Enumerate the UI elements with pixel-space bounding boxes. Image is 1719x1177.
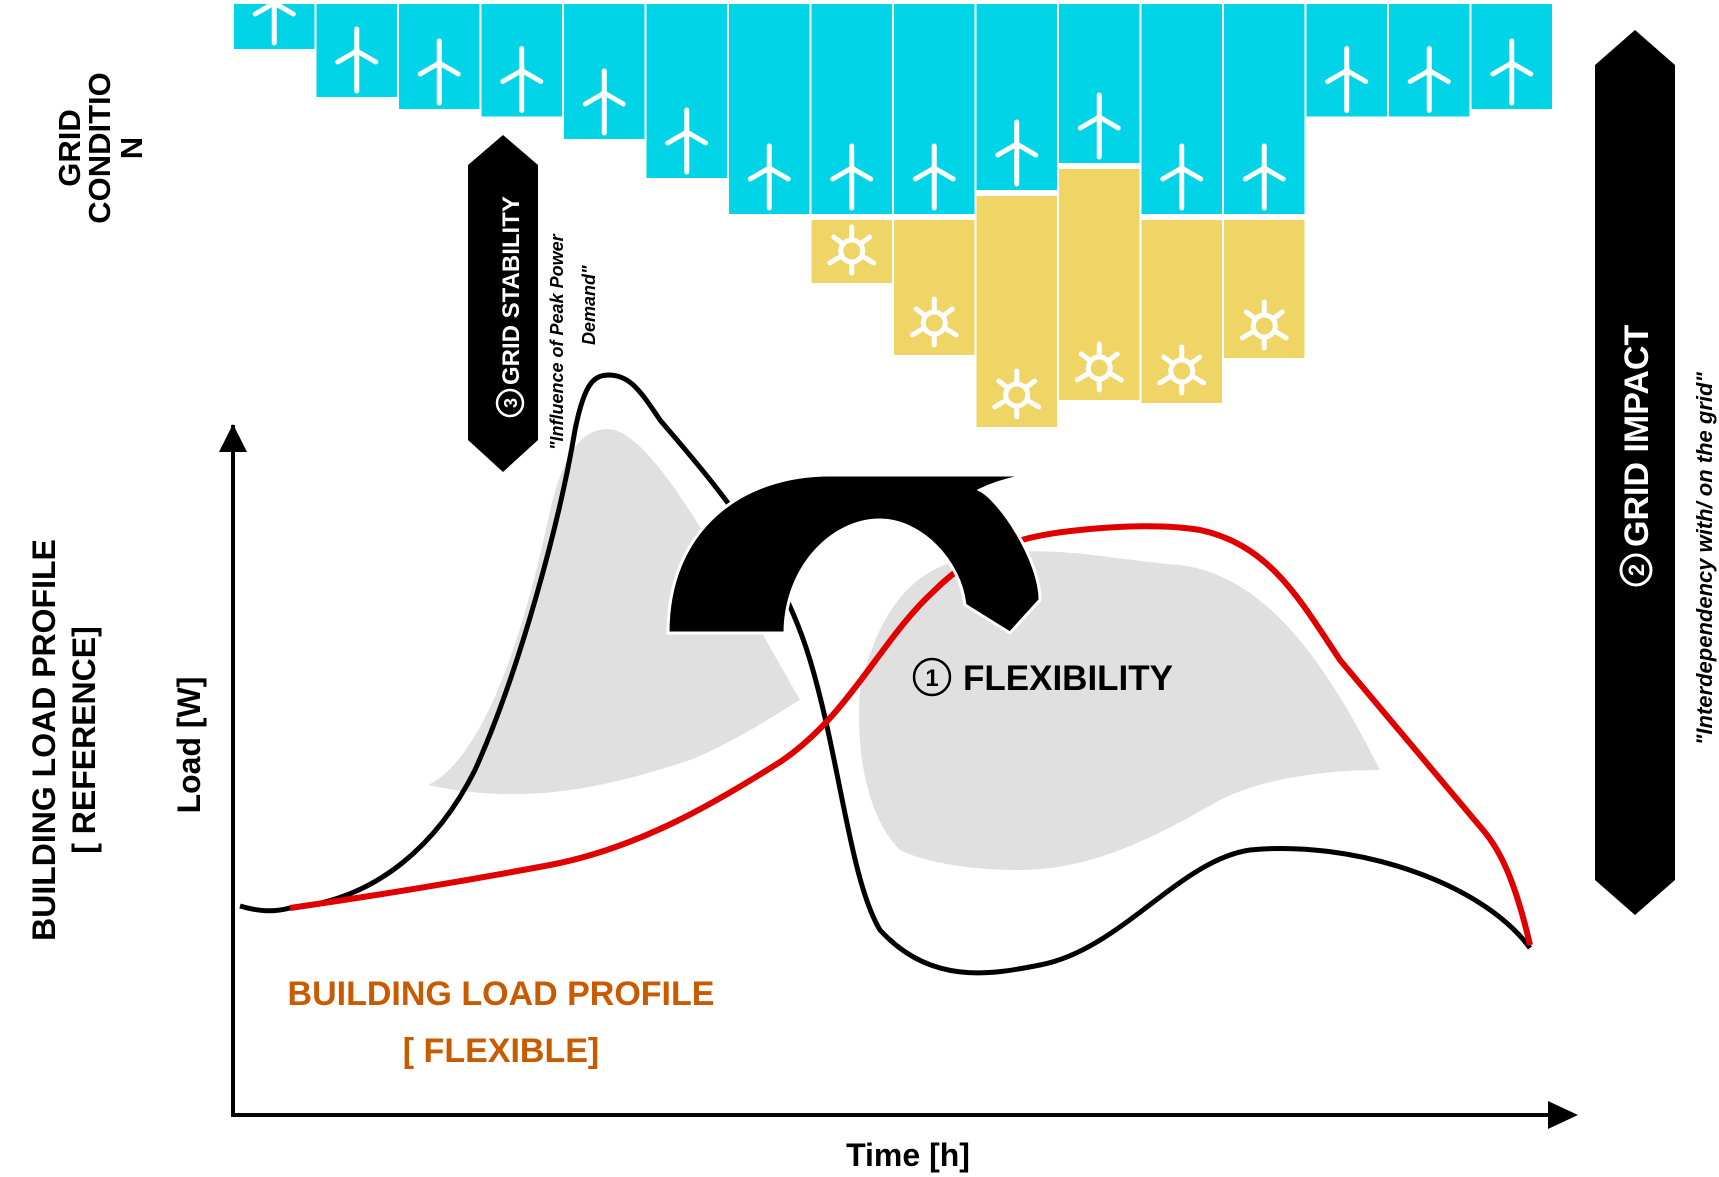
grid-impact-label: 2 GRID IMPACT: [1618, 325, 1656, 587]
flexible-load-curve: [289, 523, 1533, 946]
x-axis-title: Time [h]: [846, 1137, 970, 1173]
grid-impact-note-text: "Interdependency with/ on the grid": [1692, 372, 1717, 745]
flexibility-shift-arrow: [666, 472, 1061, 635]
grid-condition-line2: CONDITIO: [82, 72, 117, 224]
reference-profile-line1: BUILDING LOAD PROFILE: [26, 539, 62, 941]
y-axis-arrow: [219, 424, 247, 452]
flex-area-shifted: [859, 551, 1380, 870]
flexible-profile-line2: [ FLEXIBLE]: [403, 1032, 599, 1070]
axes: [219, 424, 1578, 1129]
grid-impact-note: "Interdependency with/ on the grid": [1692, 372, 1717, 745]
flexible-profile-line1: BUILDING LOAD PROFILE: [288, 975, 715, 1013]
grid-stability-label: 3 GRID STABILITY: [495, 196, 525, 418]
grid-stability-title: GRID STABILITY: [498, 196, 525, 385]
grid-condition-label: GRID CONDITIO N: [52, 72, 149, 224]
grid-stability-note-line2: Demand": [579, 265, 599, 345]
grid-stability-note-line1: "Influence of Peak Power: [547, 233, 567, 450]
grid-stability-note: "Influence of Peak Power Demand": [547, 233, 599, 450]
grid-impact-number-badge: [1619, 553, 1653, 587]
flexibility-label: FLEXIBILITY: [963, 659, 1173, 698]
solar-bar: [976, 196, 1057, 427]
reference-profile-label: BUILDING LOAD PROFILE [ REFERENCE]: [26, 539, 102, 941]
solar-bar: [1141, 220, 1222, 403]
flex-area-peak: [428, 429, 800, 795]
grid-impact-number: 2: [1624, 564, 1649, 576]
grid-condition-bars: [234, 0, 1552, 427]
reference-profile-line2: [ REFERENCE]: [66, 626, 102, 854]
grid-condition-line1: GRID: [52, 109, 87, 187]
grid-impact-title: GRID IMPACT: [1618, 325, 1656, 547]
solar-bar: [1059, 169, 1140, 400]
grid-stability-number-badge: [495, 388, 525, 418]
y-axis-title: Load [W]: [171, 677, 207, 814]
grid-stability-number: 3: [501, 398, 521, 408]
flexibility-number-badge: [912, 657, 952, 697]
grid-condition-line3: N: [114, 137, 149, 159]
grid-stability-banner: [468, 135, 538, 472]
flexibility-number: 1: [925, 665, 938, 692]
x-axis-arrow: [1548, 1101, 1578, 1129]
grid-impact-banner: [1595, 30, 1675, 915]
